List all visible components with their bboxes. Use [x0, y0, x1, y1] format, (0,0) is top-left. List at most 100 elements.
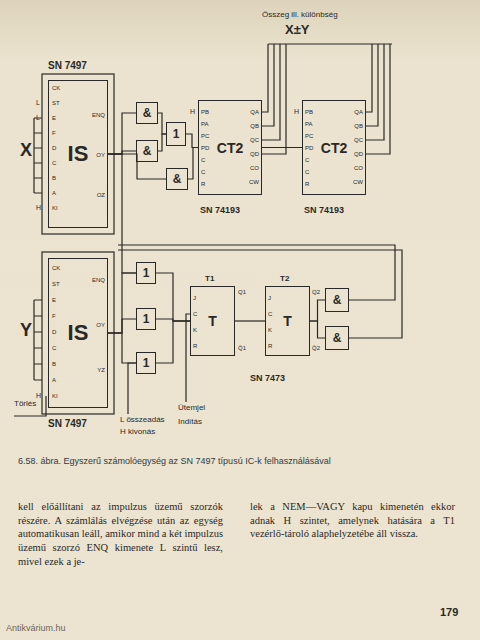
pin-name: C [52, 160, 56, 167]
y-input-bus [34, 300, 42, 380]
logic-gate: 1 [136, 308, 156, 330]
pin-name: H [190, 108, 195, 116]
pin-name: H [294, 108, 299, 116]
signal-label: Y [20, 320, 32, 341]
pin-name: CO [250, 165, 259, 172]
pin-name: QB [250, 123, 259, 130]
pin-name: C [268, 311, 272, 318]
figure-caption: 6.58. ábra. Egyszerű számolóegység az SN… [18, 456, 338, 467]
pin-name: PD [201, 145, 209, 152]
pin-name: K [193, 327, 197, 334]
signal-label: T2 [280, 274, 289, 283]
signal-label: X±Y [285, 23, 309, 38]
pin-name: C [305, 157, 309, 164]
pin-name: PA [201, 121, 209, 128]
x-input-bus [34, 118, 42, 193]
pin-name: Q2 [312, 289, 320, 296]
logic-gate: & [325, 326, 349, 350]
node-label: 1 [143, 266, 150, 280]
node-label: IS [68, 320, 89, 346]
signal-label: Indítás [178, 417, 202, 426]
feedback-wire [118, 245, 402, 338]
signal-label: 179 [440, 606, 458, 619]
node-label: 1 [173, 127, 180, 141]
signal-label: T1 [205, 274, 214, 283]
signal-label: Törlés [14, 399, 36, 408]
node-label: T [283, 313, 292, 329]
node-label: CT2 [321, 140, 347, 156]
pin-name: D [52, 145, 56, 152]
logic-gate: 1 [136, 352, 156, 374]
wire [262, 147, 302, 148]
pin-name: Q1 [238, 289, 246, 296]
pin-name: QC [354, 137, 363, 144]
pin-name: C [52, 345, 56, 352]
pin-name: R [268, 343, 272, 350]
pin-name: PC [201, 133, 209, 140]
pin-name: QD [250, 151, 259, 158]
pin-name: QD [354, 151, 363, 158]
signal-label: SN 74193 [304, 205, 344, 215]
pin-name: C [201, 157, 205, 164]
pin-name: OZ [97, 192, 105, 199]
pin-name: ENQ [92, 112, 105, 119]
ic-outline [42, 74, 114, 234]
pin-name: OY [96, 152, 105, 159]
logic-gate: 1 [136, 262, 156, 284]
signal-label: SN 74193 [200, 205, 240, 215]
pin-name: Q̄2 [312, 345, 320, 352]
signal-label: Összeg ill. különbség [262, 10, 338, 19]
node-label: & [333, 331, 342, 345]
node-label: 1 [143, 356, 150, 370]
wire [108, 333, 136, 363]
pin-name: H [36, 392, 41, 400]
logic-gate: 1 [166, 122, 186, 146]
pin-name: B [52, 175, 56, 182]
node-label: & [173, 172, 182, 186]
pin-name: CW [249, 179, 259, 186]
body-text: kell előállítani az impulzus üzemű szorz… [18, 500, 223, 568]
pin-name: K [268, 327, 272, 334]
pin-name: C [305, 169, 309, 176]
body-text: lek a NEM—VAGY kapu kimenetén ekkor adna… [250, 500, 455, 541]
output-bus [366, 44, 390, 154]
signal-label: L összeadás [120, 415, 165, 424]
node-label: IS [68, 141, 89, 167]
signal-label: H kivonás [120, 427, 155, 436]
logic-gate: & [325, 288, 349, 312]
pin-name: Q̄1 [238, 345, 246, 352]
pin-name: R [305, 181, 309, 188]
node-label: CT2 [217, 140, 243, 156]
ic-outline [42, 252, 114, 414]
wire [158, 134, 166, 151]
node-label: 1 [143, 312, 150, 326]
pin-name: E [52, 115, 56, 122]
pin-name: KI [52, 205, 58, 212]
pin-name: PA [305, 121, 313, 128]
pin-name: C [193, 311, 197, 318]
pin-name: A [52, 377, 56, 384]
wire [108, 273, 136, 333]
wire [188, 148, 198, 180]
pin-name: J [268, 295, 271, 302]
pin-name: KI [52, 393, 58, 400]
pin-name: CK [52, 85, 60, 92]
wire [310, 300, 325, 321]
pin-name: PC [305, 133, 313, 140]
pin-name: A [52, 190, 56, 197]
pin-name: D [52, 329, 56, 336]
signal-label: SN 7497 [48, 60, 87, 72]
output-bus [262, 44, 392, 154]
pin-name: CW [353, 179, 363, 186]
pin-name: ST [52, 281, 60, 288]
pin-name: H [36, 204, 41, 212]
pin-name: J [193, 295, 196, 302]
pin-name: QA [250, 109, 259, 116]
pin-name: PD [305, 145, 313, 152]
pin-name: F [52, 130, 56, 137]
logic-gate: & [136, 102, 158, 124]
pin-name: B [52, 361, 56, 368]
wire [156, 321, 190, 363]
pin-name: F [52, 313, 56, 320]
pin-name: PB [201, 109, 209, 116]
